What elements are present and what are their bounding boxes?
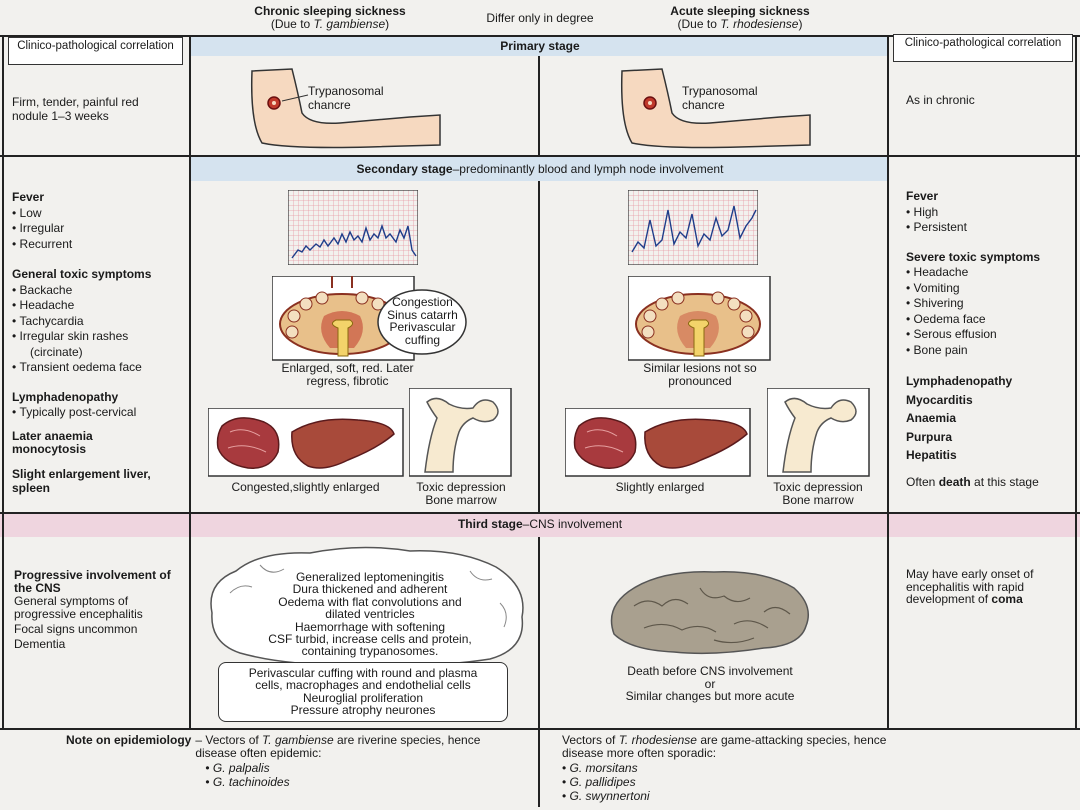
perivascular-text: Perivascular cuffing with round and plas… [248,666,478,717]
fever-chart-icon-acute [628,190,758,265]
spleen-liver-icon-acute [565,408,751,477]
spleen-liver-icon [208,408,404,477]
femur-bone-icon [409,388,512,477]
arm-chancre-icon [250,68,441,149]
frame-top [0,35,1080,37]
node-caption-acute: Similar lesions not so pronounced [643,361,757,388]
lymph-node-icon [272,276,467,361]
liver-icon [291,418,395,469]
brain-icon-acute [610,571,809,655]
frame-third-bottom [0,728,1080,730]
bone-caption-chronic: Toxic depression Bone marrow [416,480,506,507]
femur-bone-icon-acute [767,388,870,477]
node-bubble-text: Congestion Sinus catarrh Perivascular cu… [387,295,458,347]
node-caption-chronic: Enlarged, soft, red. Later regress, fibr… [281,361,414,388]
third-left-column: Progressive involvement of the CNS Gener… [14,568,171,651]
correlation-header-left: Clinico-pathological correlation [8,37,183,65]
col-right-line [887,35,889,729]
acute-title: Acute sleeping sickness (Due to T. rhode… [670,4,810,31]
secondary-left-column: Fever Low Irregular Recurrent General to… [12,190,187,496]
third-stage-title: Third stage–CNS involvement [457,517,623,531]
col-mid-line-2 [538,181,540,513]
secondary-band [190,157,888,181]
third-band [0,513,1080,537]
col-left-line [189,35,191,729]
primary-stage-title: Primary stage [500,39,580,53]
primary-band [190,36,888,56]
col-mid-line [538,56,540,156]
chancre-label-acute: Trypanosomal chancre [682,84,758,112]
epidemiology-chronic: Note on epidemiology – Vectors of T. gam… [66,734,536,789]
correlation-header-right: Clinico-pathological correlation [893,34,1073,62]
fever-chart-icon [288,190,418,265]
epidemiology-acute: Vectors of T. rhodesiense are game-attac… [562,734,922,803]
frame-primary-bottom [0,155,1080,157]
frame-right [1075,35,1077,729]
col-mid-line-3 [538,537,540,807]
frame-left [2,35,4,729]
secondary-stage-title: Secondary stage–predominantly blood and … [356,162,724,176]
third-right-text: May have early onset of encephalitis wit… [906,567,1034,606]
lymph-node-icon-acute [628,276,771,361]
secondary-right-column: Fever High Persistent Severe toxic sympt… [906,189,1076,490]
arm-chancre-icon-acute [620,68,811,149]
acute-cns-text: Death before CNS involvement or Similar … [625,664,795,703]
primary-right-text: As in chronic [906,93,975,107]
chancre-label-chronic: Trypanosomal chancre [308,84,384,112]
bone-caption-acute: Toxic depression Bone marrow [773,480,863,507]
organ-caption-acute: Slightly enlarged [615,480,705,494]
differ-label: Differ only in degree [486,11,594,25]
frame-secondary-bottom [0,512,1080,514]
perivascular-box [218,662,508,722]
chronic-title: Chronic sleeping sickness (Due to T. gam… [254,4,406,31]
organ-caption-chronic: Congested,slightly enlarged [231,480,380,494]
primary-left-text: Firm, tender, painful red nodule 1–3 wee… [12,95,139,123]
brain-text: Generalized leptomeningitis Dura thicken… [268,570,472,659]
